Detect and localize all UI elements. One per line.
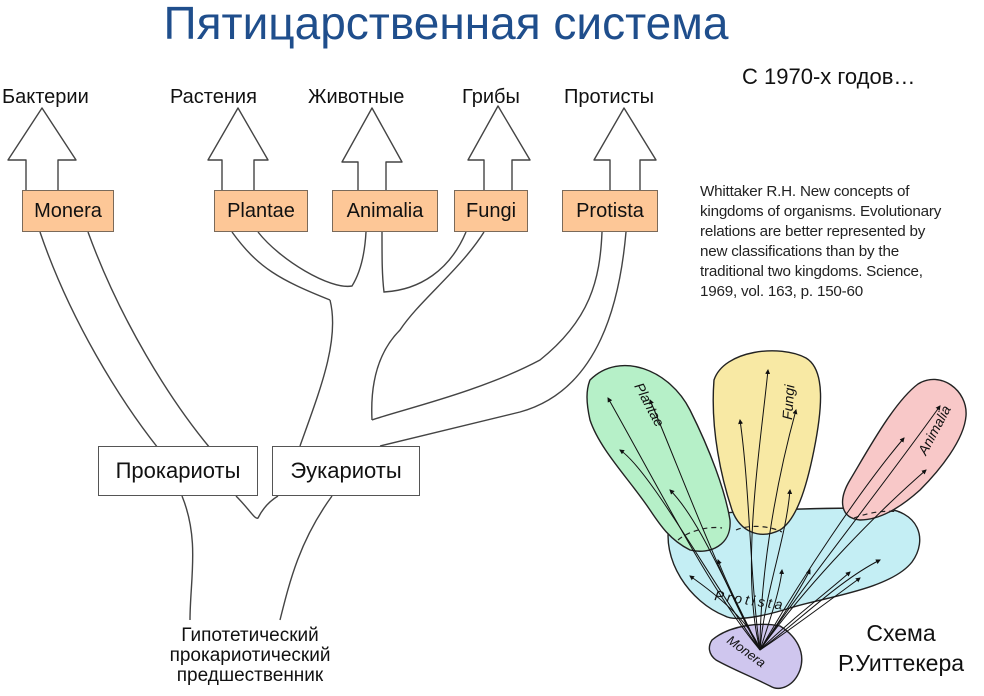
label-animals: Животные — [308, 86, 405, 108]
blob-monera — [708, 623, 803, 689]
box-protista: Protista — [562, 190, 658, 232]
blob-fungi — [712, 350, 822, 535]
label-plants: Растения — [170, 86, 257, 108]
whittaker-scheme: Plantae Fungi Animalia Protista Monera — [586, 350, 967, 689]
arrow-protista — [593, 107, 657, 193]
box-plantae: Plantae — [214, 190, 308, 232]
scheme-caption: Схема Р.Уиттекера — [837, 620, 965, 676]
label-fungi: Грибы — [462, 86, 520, 108]
box-eukaryotes: Эукариоты — [272, 446, 420, 496]
box-animalia: Animalia — [332, 190, 438, 232]
arrow-plantae — [207, 107, 269, 193]
citation: Whittaker R.H. New concepts of kingdoms … — [700, 183, 942, 300]
arrow-fungi — [467, 105, 531, 193]
ancestor-label: Гипотетический прокариотический предшест… — [169, 625, 331, 686]
blob-animalia — [841, 378, 967, 521]
wt-label-fungi: Fungi — [779, 383, 797, 420]
arrow-animalia — [341, 107, 403, 193]
label-bacteria: Бактерии — [2, 86, 89, 108]
label-protists: Протисты — [564, 86, 655, 108]
box-fungi: Fungi — [454, 190, 528, 232]
box-monera: Monera — [22, 190, 114, 232]
box-prokaryotes: Прокариоты — [98, 446, 258, 496]
arrow-monera — [7, 107, 77, 193]
blob-plantae — [586, 364, 731, 552]
subtitle: С 1970-х годов… — [742, 64, 916, 89]
page-title: Пятицарственная система — [163, 0, 729, 49]
